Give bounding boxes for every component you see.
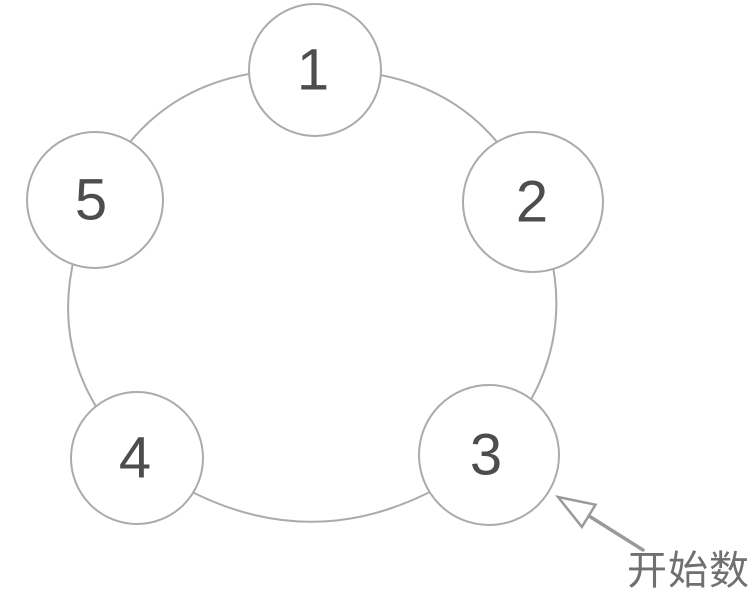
node-circle-5 bbox=[26, 131, 164, 269]
start-arrow-icon bbox=[554, 495, 645, 552]
node-circle-2 bbox=[462, 131, 604, 273]
node-circle-3 bbox=[418, 384, 560, 526]
arrow-shaft bbox=[587, 514, 645, 552]
node-label-2: 2 bbox=[515, 169, 549, 235]
node-label-5: 5 bbox=[74, 167, 108, 233]
node-label-1: 1 bbox=[296, 37, 330, 103]
node-label-4: 4 bbox=[118, 425, 152, 491]
arrow-open-head bbox=[554, 495, 598, 530]
node-circle-4 bbox=[70, 391, 204, 525]
node-circle-1 bbox=[248, 3, 382, 137]
node-circles bbox=[26, 3, 604, 526]
node-label-3: 3 bbox=[469, 422, 503, 488]
start-annotation-label: 开始数 bbox=[627, 549, 750, 593]
